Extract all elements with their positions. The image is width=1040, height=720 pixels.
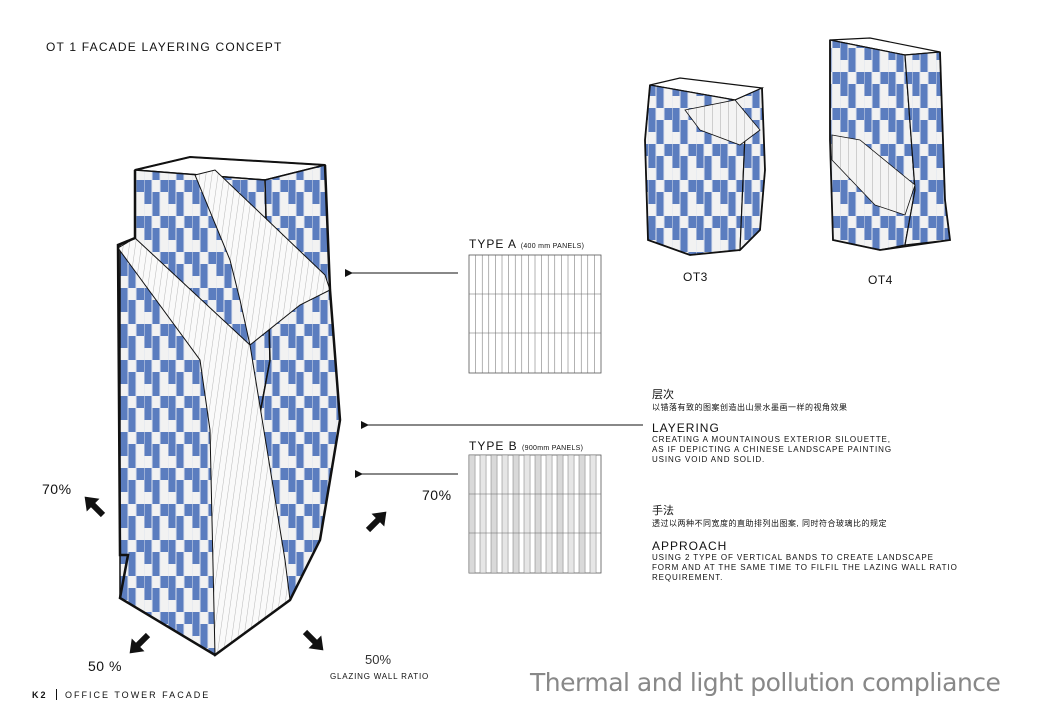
type-b-band: [545, 454, 553, 574]
layering-block: 层次 以错落有致的图案创造出山景水墨画一样的视角效果 LAYERING CREA…: [652, 386, 892, 465]
center-right-percentage: 70%: [422, 487, 452, 503]
footer: K2 OFFICE TOWER FACADE: [32, 689, 210, 700]
layering-en-line-3: USING VOID AND SOLID.: [652, 455, 766, 464]
type-b-band: [567, 454, 575, 574]
lower-right-direction-arrow: [302, 629, 324, 651]
ot4-label: OT4: [868, 273, 893, 287]
footer-divider: [55, 689, 58, 700]
type-b-band: [589, 454, 597, 574]
approach-en-title: APPROACH: [652, 539, 728, 553]
type-b-band: [523, 454, 531, 574]
approach-block: 手法 透过以两种不同宽度的直助排列出图案, 同时符合玻璃比的规定 APPROAC…: [652, 502, 958, 583]
type-b-band: [556, 454, 564, 574]
type-b-band: [490, 454, 498, 574]
type-b-band: [512, 454, 520, 574]
lower-left-direction-arrow: [129, 632, 151, 654]
layering-cn-body: 以错落有致的图案创造出山景水墨画一样的视角效果: [652, 403, 848, 412]
layering-en-line-2: AS IF DEPICTING A CHINESE LANDSCAPE PAIN…: [652, 445, 892, 454]
type-b-label: TYPE B: [469, 439, 518, 453]
type-b-band: [534, 454, 542, 574]
bottom-right-percentage: 50%: [365, 652, 392, 667]
page-title: OT 1 FACADE LAYERING CONCEPT: [46, 40, 283, 54]
type-b-band: [501, 454, 509, 574]
ot4-tower: [829, 37, 952, 251]
bottom-left-percentage: 50 %: [88, 658, 122, 674]
compliance-banner: Thermal and light pollution compliance: [530, 668, 1001, 697]
approach-en-line-2: FORM AND AT THE SAME TIME TO FILFIL THE …: [652, 563, 958, 572]
type-b-panel-diagram: [468, 454, 602, 574]
layering-en-title: LAYERING: [652, 421, 720, 435]
upper-right-direction-arrow: [365, 511, 387, 533]
type-a-note: (400 mm PANELS): [520, 243, 585, 250]
ot1-tower: [116, 155, 342, 657]
type-b-band: [479, 454, 487, 574]
footer-text: OFFICE TOWER FACADE: [65, 689, 211, 700]
approach-cn-body: 透过以两种不同宽度的直助排列出图案, 同时符合玻璃比的规定: [652, 519, 887, 528]
upper-left-direction-arrow: [84, 496, 106, 518]
approach-en-line-1: USING 2 TYPE OF VERTICAL BANDS TO CREATE…: [652, 553, 934, 562]
approach-cn-title: 手法: [652, 505, 674, 517]
footer-code: K2: [32, 689, 48, 700]
ot3-label: OT3: [683, 270, 708, 284]
type-a-panel-diagram: [468, 254, 602, 374]
layering-cn-title: 层次: [652, 389, 674, 401]
type-b-band: [578, 454, 586, 574]
left-upper-percentage: 70%: [42, 481, 72, 497]
glazing-ratio-label: GLAZING WALL RATIO: [330, 672, 430, 681]
type-b-band: [468, 454, 476, 574]
layering-en-line-1: CREATING A MOUNTAINOUS EXTERIOR SILOUETT…: [652, 435, 891, 444]
type-a-heading: TYPE A (400 mm PANELS): [469, 237, 584, 251]
type-b-heading: TYPE B (900mm PANELS): [469, 439, 583, 453]
type-b-note: (900mm PANELS): [522, 445, 584, 452]
ot3-tower: [644, 77, 766, 256]
approach-en-line-3: REQUIREMENT.: [652, 573, 724, 582]
type-a-label: TYPE A: [469, 237, 517, 251]
